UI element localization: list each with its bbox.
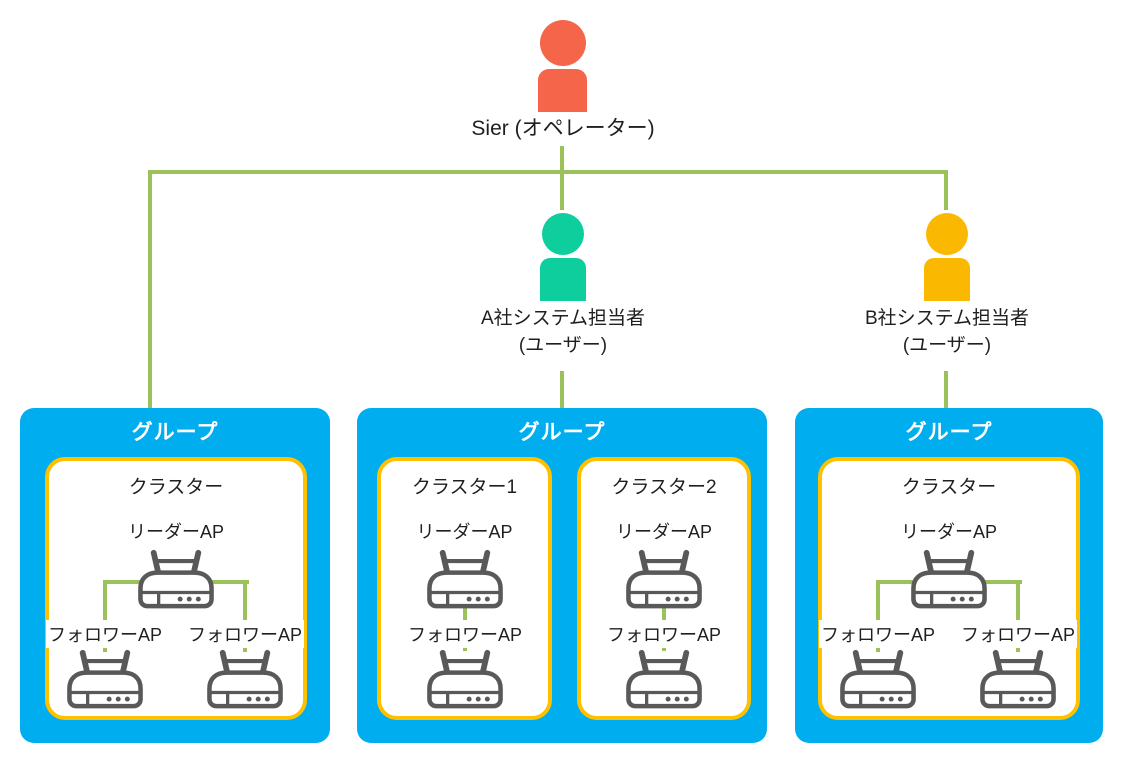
- user-a-label-line1: A社システム担当者: [480, 308, 646, 329]
- follower-ap-label: フォロワーAP: [605, 620, 723, 648]
- leader-ap-label: リーダーAP: [416, 522, 513, 542]
- operator-label: Sier (オペレーター): [471, 117, 655, 140]
- person-body: [540, 258, 586, 301]
- person-body: [924, 258, 970, 301]
- leader-ap-icon: [422, 547, 508, 609]
- user-b-person-icon: [924, 213, 970, 301]
- follower-ap-label: フォロワーAP: [959, 620, 1077, 648]
- connector-user-a-stub: [560, 371, 564, 409]
- connector-follower-2: [1016, 580, 1020, 652]
- group-box-2: グループ クラスター1 リーダーAP フォロワーAP クラスター2 リーダーAP…: [357, 408, 767, 743]
- connector-follower-1: [103, 580, 107, 652]
- follower-ap-icon: [835, 647, 921, 709]
- user-a-person-icon: [540, 213, 586, 301]
- connector-follower-2: [243, 580, 247, 652]
- connector-right-drop: [944, 170, 948, 210]
- connector-left-drop: [148, 170, 152, 410]
- connector-user-b-stub: [944, 371, 948, 409]
- follower-ap-icon: [975, 647, 1061, 709]
- leader-ap-icon: [133, 547, 219, 609]
- connector-operator-drop: [560, 146, 564, 210]
- leader-ap-icon: [621, 547, 707, 609]
- follower-ap-label: フォロワーAP: [46, 620, 164, 648]
- follower-ap-label: フォロワーAP: [819, 620, 937, 648]
- follower-ap-icon: [422, 647, 508, 709]
- follower-ap-icon: [621, 647, 707, 709]
- group-2-cluster-2: クラスター2 リーダーAP フォロワーAP: [577, 457, 751, 720]
- group-2-title: グループ: [518, 421, 606, 444]
- person-body: [538, 69, 587, 112]
- leader-ap-label: リーダーAP: [615, 522, 712, 542]
- user-a-label: A社システム担当者 (ユーザー): [440, 305, 686, 359]
- group-1-cluster: クラスター リーダーAP フォロワーAP フォロワーAP: [45, 457, 307, 720]
- connector-main-horizontal: [148, 170, 948, 174]
- follower-ap-icon: [62, 647, 148, 709]
- user-b-label-line1: B社システム担当者: [864, 308, 1030, 329]
- group-3-cluster: クラスター リーダーAP フォロワーAP フォロワーAP: [818, 457, 1080, 720]
- leader-ap-icon: [906, 547, 992, 609]
- group-2-cluster-1: クラスター1 リーダーAP フォロワーAP: [377, 457, 552, 720]
- leader-ap-label: リーダーAP: [127, 522, 224, 542]
- user-b-label-line2: (ユーザー): [902, 335, 992, 356]
- operator-person-icon: [538, 20, 587, 112]
- user-b-label: B社システム担当者 (ユーザー): [824, 305, 1070, 359]
- follower-ap-icon: [202, 647, 288, 709]
- follower-ap-label: フォロワーAP: [186, 620, 304, 648]
- connector-follower-1: [876, 580, 880, 652]
- cluster-title: クラスター: [128, 477, 224, 498]
- cluster-title: クラスター1: [411, 477, 518, 498]
- group-box-1: グループ クラスター リーダーAP フォロワーAP フォロワーAP: [20, 408, 330, 743]
- user-a-label-line2: (ユーザー): [518, 335, 608, 356]
- follower-ap-label: フォロワーAP: [406, 620, 524, 648]
- person-head: [542, 213, 584, 255]
- group-3-title: グループ: [905, 421, 993, 444]
- person-head: [539, 20, 586, 66]
- cluster-title: クラスター2: [611, 477, 717, 498]
- group-1-title: グループ: [131, 421, 219, 444]
- person-head: [926, 213, 968, 255]
- cluster-title: クラスター: [901, 477, 997, 498]
- group-box-3: グループ クラスター リーダーAP フォロワーAP フォロワーAP: [795, 408, 1103, 743]
- leader-ap-label: リーダーAP: [900, 522, 997, 542]
